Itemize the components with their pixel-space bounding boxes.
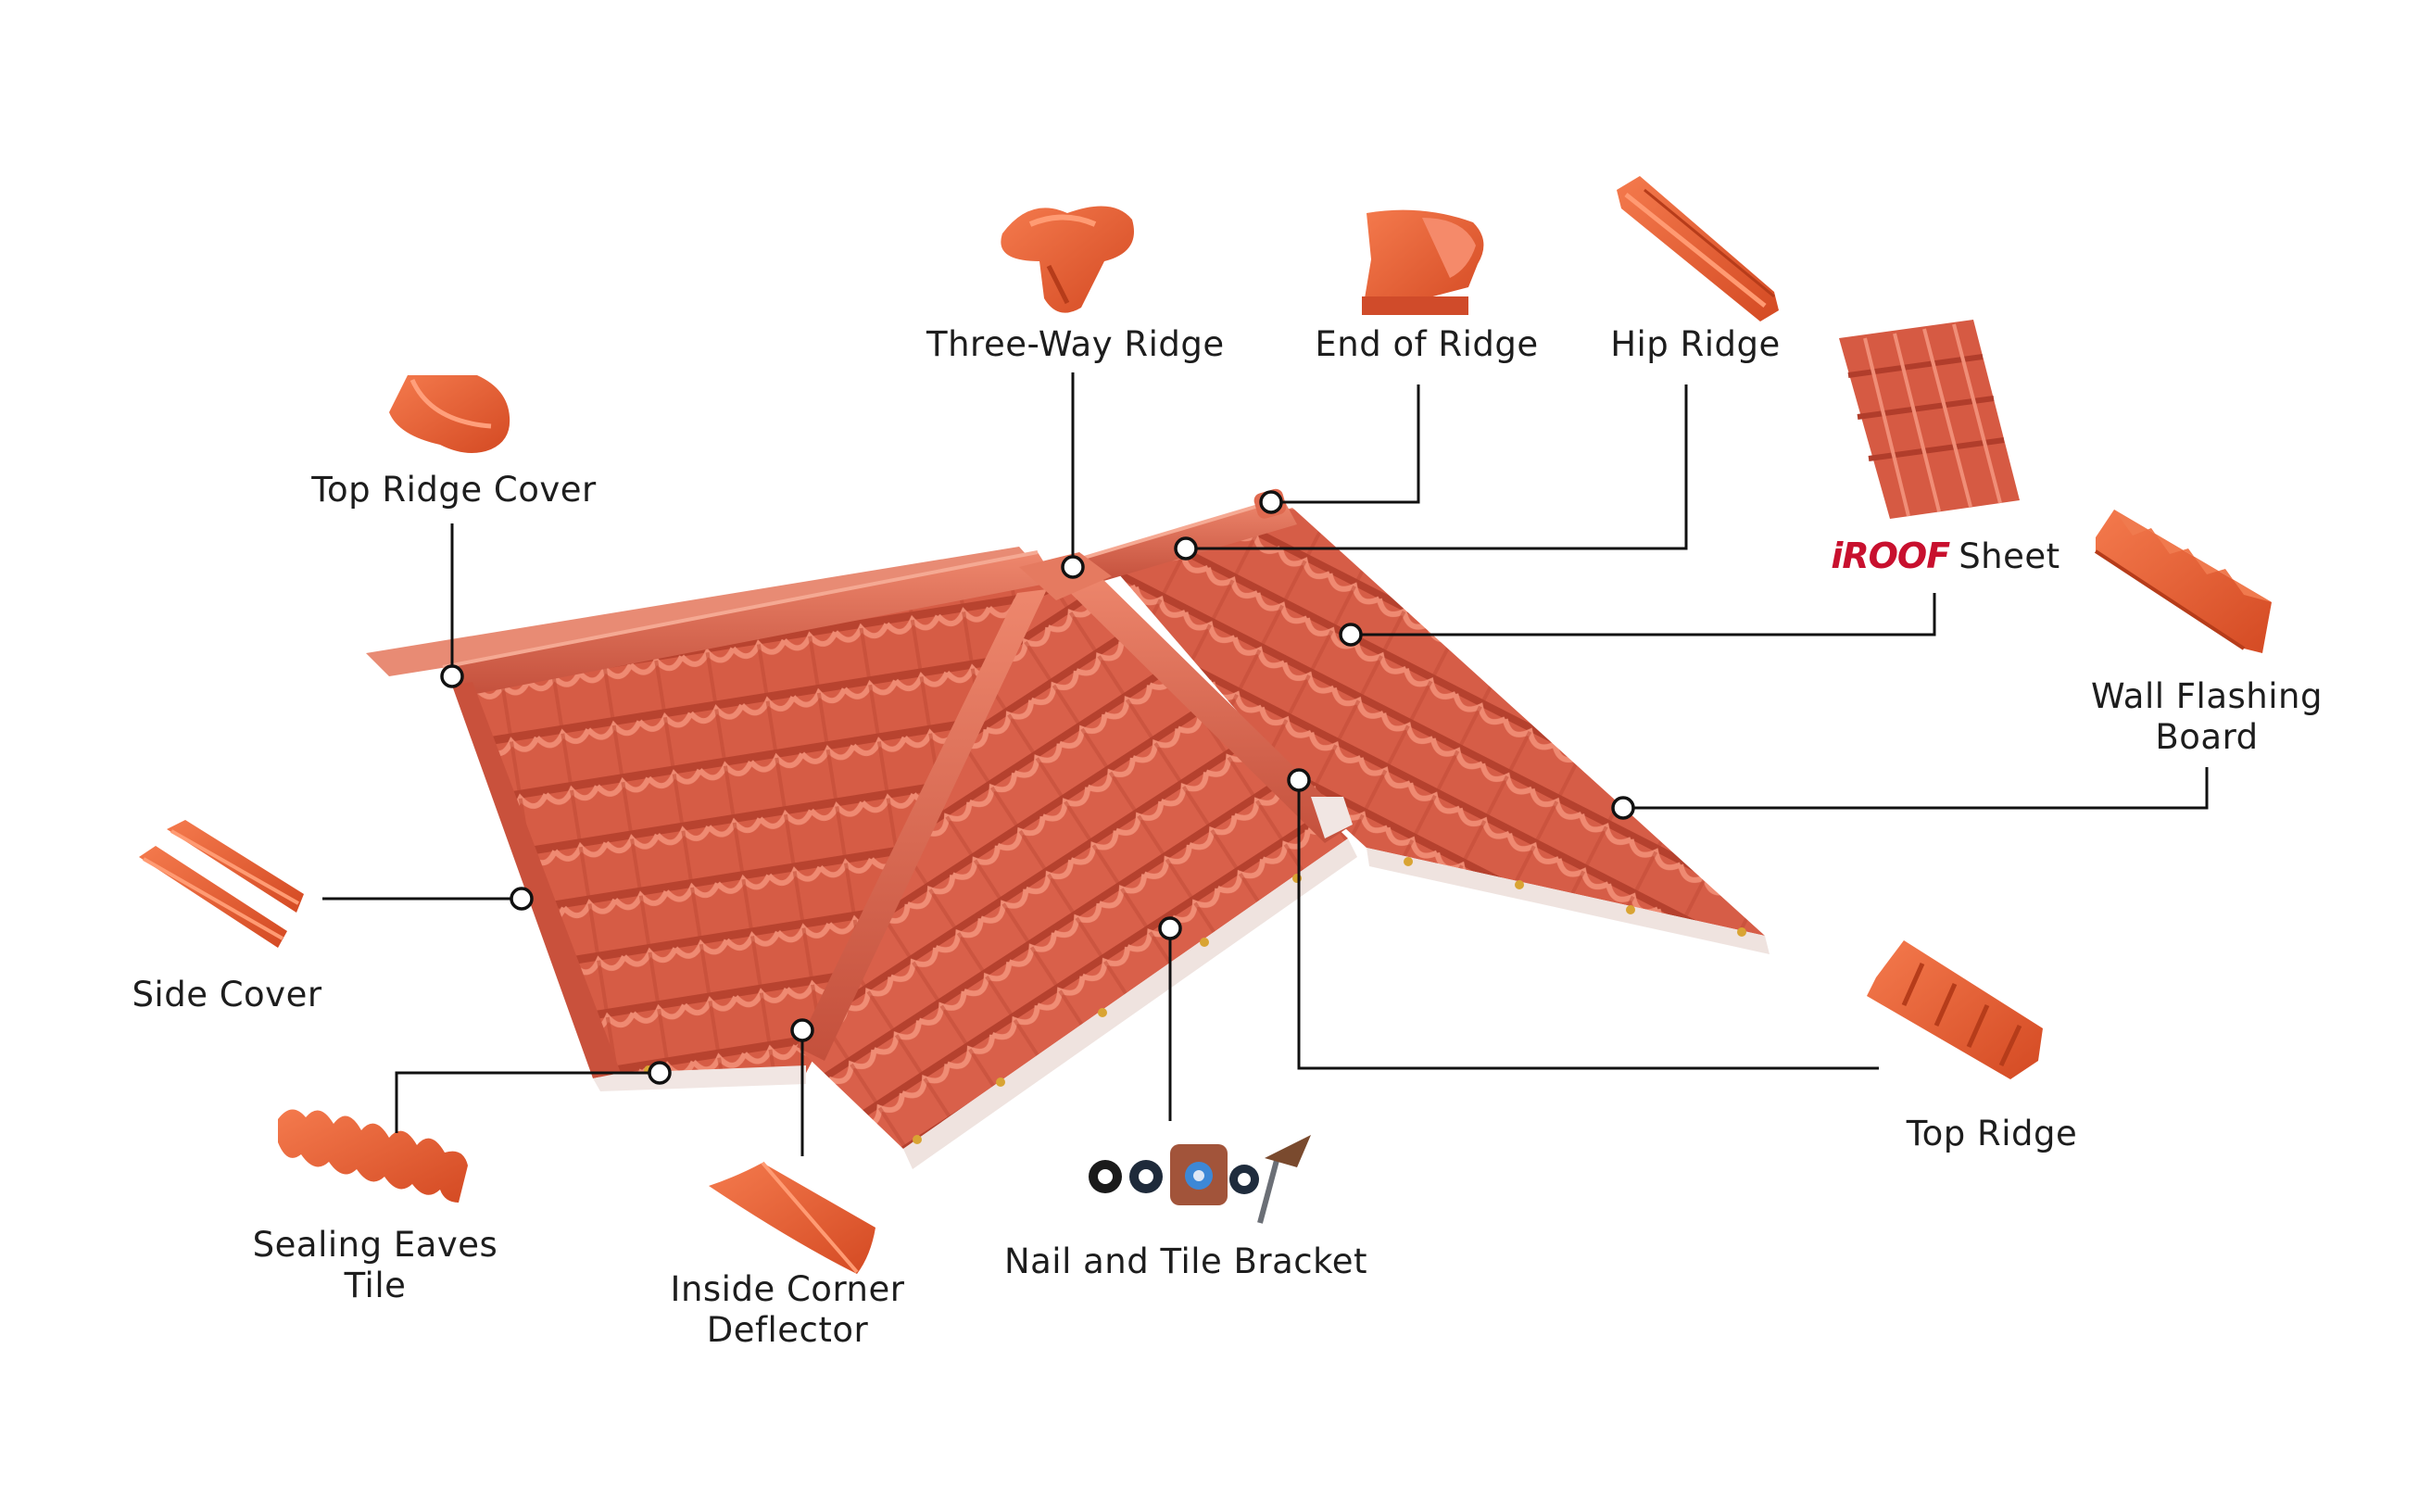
marker-wall-flashing bbox=[1611, 796, 1635, 820]
leader-sheet bbox=[1351, 593, 1936, 636]
roof bbox=[366, 488, 1770, 1169]
right-roof-plane bbox=[1107, 508, 1765, 936]
hip-ridge-icon bbox=[1617, 176, 1779, 321]
leader-sealing-eaves bbox=[395, 1071, 658, 1133]
top-ridge-cover-icon bbox=[389, 375, 510, 453]
sealing-eaves-tile-icon bbox=[278, 1109, 468, 1203]
back-ridge-strip bbox=[366, 547, 1042, 676]
marker-inside-corner bbox=[790, 1018, 814, 1042]
hip-ridge-right bbox=[1056, 570, 1353, 843]
side-cover-verge bbox=[452, 682, 621, 1078]
marker-end-of-ridge bbox=[1259, 490, 1283, 514]
leader-lines bbox=[322, 372, 2209, 1156]
marker-three-way-ridge bbox=[1061, 555, 1085, 579]
side-cover-icon bbox=[139, 820, 304, 948]
marker-nail-bracket bbox=[1158, 916, 1182, 940]
marker-top-ridge-cover bbox=[440, 664, 464, 688]
marker-side-cover bbox=[510, 887, 534, 911]
leader-markers bbox=[440, 490, 1635, 1085]
left-ridge bbox=[443, 552, 1056, 697]
leader-end-of-ridge bbox=[1271, 384, 1420, 504]
marker-sealing-eaves bbox=[648, 1061, 672, 1085]
marker-hip-ridge bbox=[1174, 536, 1198, 561]
marker-sheet bbox=[1339, 623, 1363, 647]
marker-top-ridge bbox=[1287, 768, 1311, 792]
roof-sheet-icon bbox=[1839, 320, 2020, 519]
nail-and-tile-bracket-icon bbox=[1089, 1135, 1311, 1224]
leader-top-ridge bbox=[1297, 780, 1879, 1070]
leader-hip-ridge bbox=[1186, 384, 1688, 550]
end-of-ridge-icon bbox=[1362, 209, 1484, 315]
leader-wall-flashing bbox=[1623, 767, 2209, 810]
three-way-ridge-icon bbox=[1001, 206, 1134, 313]
wall-flashing-board-icon bbox=[2094, 510, 2272, 653]
three-way-joint bbox=[1019, 552, 1112, 600]
hip-ridge-left bbox=[797, 589, 1047, 1061]
inside-corner-deflector-icon bbox=[709, 1161, 875, 1274]
top-ridge-icon bbox=[1867, 940, 2043, 1079]
left-roof-plane bbox=[454, 567, 1061, 1084]
